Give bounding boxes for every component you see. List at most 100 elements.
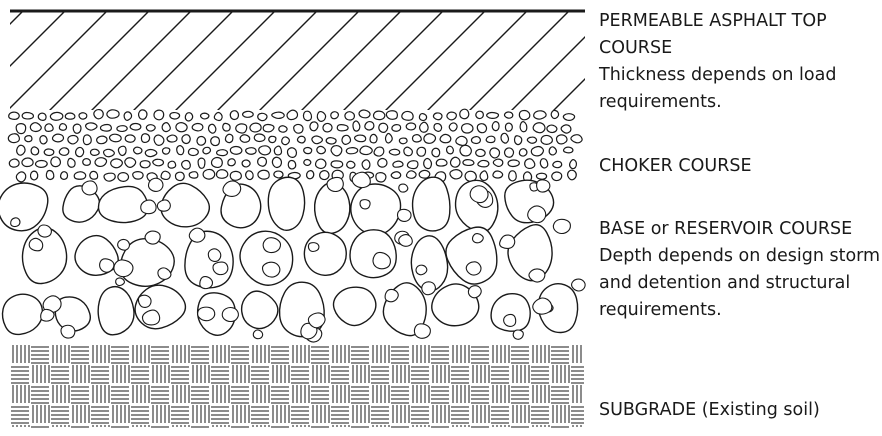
choker-stone (489, 147, 501, 159)
choker-stone (548, 146, 558, 156)
choker-stone (293, 123, 304, 134)
choker-stone (479, 170, 489, 182)
base-stone (54, 296, 91, 332)
base-filler-stone (471, 233, 484, 244)
choker-stone (215, 169, 229, 179)
choker-stone (82, 134, 92, 146)
choker-stone (296, 135, 306, 144)
choker-stone (470, 135, 481, 145)
base-filler-stone (532, 297, 553, 315)
choker-stone (123, 111, 133, 121)
choker-stone (202, 146, 212, 155)
choker-stone (448, 122, 458, 132)
choker-stone (59, 171, 69, 180)
choker-stone (316, 145, 326, 155)
choker-stone (268, 135, 277, 144)
hatch-line (301, 12, 401, 110)
choker-stone (431, 147, 441, 158)
base-filler-stone (398, 183, 409, 193)
choker-stone (316, 110, 327, 122)
base-stone (350, 183, 402, 236)
choker-stone (117, 145, 127, 157)
choker-stone (462, 158, 475, 167)
choker-stone (344, 111, 356, 121)
hatch-line (10, 12, 65, 67)
choker-stone (491, 121, 500, 132)
base-filler-stone (222, 180, 242, 197)
choker-stone (58, 123, 68, 131)
choker-stone (508, 170, 517, 182)
choker-stone (176, 145, 185, 156)
choker-stone (241, 159, 251, 168)
choker-stone (378, 122, 389, 134)
choker-stone (551, 171, 563, 182)
choker-stone (555, 134, 568, 145)
hatch-line (553, 78, 585, 110)
choker-stone (419, 121, 429, 133)
base-stone (303, 231, 347, 277)
pavement-cross-section (0, 9, 586, 428)
choker-stone (459, 144, 472, 157)
choker-stone (181, 159, 191, 170)
base-filler-stone (307, 312, 326, 329)
base-filler-stone (421, 281, 436, 296)
asphalt-title-line-1: PERMEABLE ASPHALT TOP (599, 11, 827, 31)
base-filler-stone (398, 233, 413, 247)
base-filler-stone (512, 329, 524, 340)
hatch-line (259, 12, 359, 110)
choker-stone (73, 171, 87, 180)
choker-stone (433, 122, 443, 132)
label-choker-course: CHOKER COURSE (599, 153, 752, 180)
choker-stone (96, 135, 108, 145)
choker-stone (405, 170, 417, 179)
choker-stone (446, 111, 457, 121)
choker-stone (64, 112, 76, 120)
choker-stone (406, 160, 419, 170)
base-filler-stone (499, 234, 516, 250)
choker-stone (229, 110, 240, 121)
base-filler-stone (10, 217, 21, 228)
choker-stone (108, 133, 122, 143)
choker-stone (271, 111, 285, 120)
choker-stone (102, 148, 115, 158)
choker-stone (303, 158, 312, 167)
choker-stone (99, 123, 112, 132)
choker-stone (191, 122, 204, 132)
base-stone (267, 176, 306, 231)
hatch-line (10, 12, 107, 109)
choker-stone (94, 157, 108, 168)
base-stone (160, 182, 211, 228)
choker-stone (227, 158, 236, 167)
choker-stone (445, 145, 455, 155)
choker-stone (539, 158, 549, 169)
choker-stone (258, 145, 272, 156)
choker-stone (309, 121, 319, 132)
choker-stone (153, 134, 165, 146)
choker-stone (253, 133, 266, 143)
choker-stone (286, 109, 299, 121)
base-stone (332, 286, 377, 327)
choker-stone (93, 108, 104, 120)
label-subgrade: SUBGRADE (Existing soil) (599, 397, 820, 424)
choker-stone (144, 148, 158, 158)
choker-stone (30, 146, 40, 156)
base-filler-stone (115, 277, 125, 287)
choker-stone (16, 144, 26, 156)
choker-stone (503, 111, 514, 119)
choker-stone (44, 123, 54, 132)
base-reservoir-course-layer (0, 171, 586, 343)
choker-stone (21, 111, 35, 120)
choker-stone (503, 147, 515, 158)
base-filler-stone (359, 199, 371, 210)
choker-stone (89, 148, 100, 157)
choker-stone (524, 158, 536, 170)
base-filler-stone (147, 177, 164, 192)
choker-stone (166, 134, 178, 143)
choker-stone (181, 134, 191, 145)
choker-stone (262, 123, 275, 133)
choker-stone (352, 120, 361, 132)
base-description-line-2: and detention and structural (599, 273, 851, 293)
choker-stone (184, 112, 194, 122)
choker-stone (58, 147, 70, 156)
choker-stone (137, 109, 148, 120)
